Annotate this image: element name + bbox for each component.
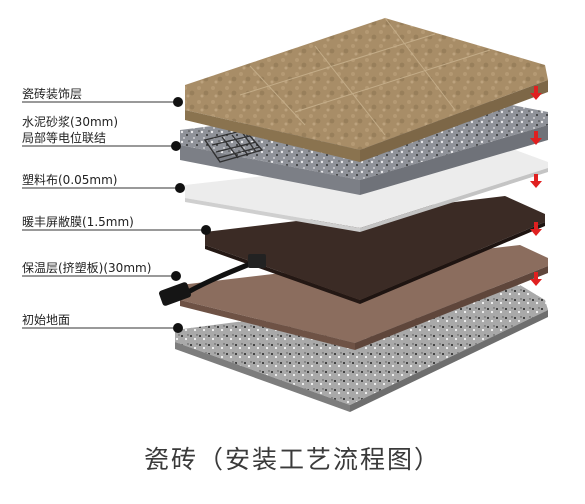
down-arrow-icon (530, 272, 542, 286)
leader-dots (171, 97, 211, 333)
layer-label-insulation: 保温层(挤塑板)(30mm) (22, 261, 152, 275)
down-arrows (530, 86, 542, 286)
layer-label-tile: 瓷砖装饰层 (22, 87, 83, 101)
down-arrow-icon (530, 86, 542, 100)
layer-label-ground: 初始地面 (22, 313, 71, 327)
tile-layer (185, 17, 548, 162)
layer-label-film: 暖丰屏敝膜(1.5mm) (22, 215, 134, 229)
down-arrow-icon (530, 174, 542, 188)
leader-lines (22, 101, 206, 329)
caption: 瓷砖（安装工艺流程图） (143, 445, 441, 474)
down-arrow-icon (530, 222, 542, 236)
down-arrow-icon (530, 131, 542, 145)
layer-label-plastic: 塑料布(0.05mm) (22, 173, 118, 187)
layer-label-mortar: 水泥砂浆(30mm) 局部等电位联结 (22, 115, 119, 145)
heating-film-layer (159, 196, 545, 306)
